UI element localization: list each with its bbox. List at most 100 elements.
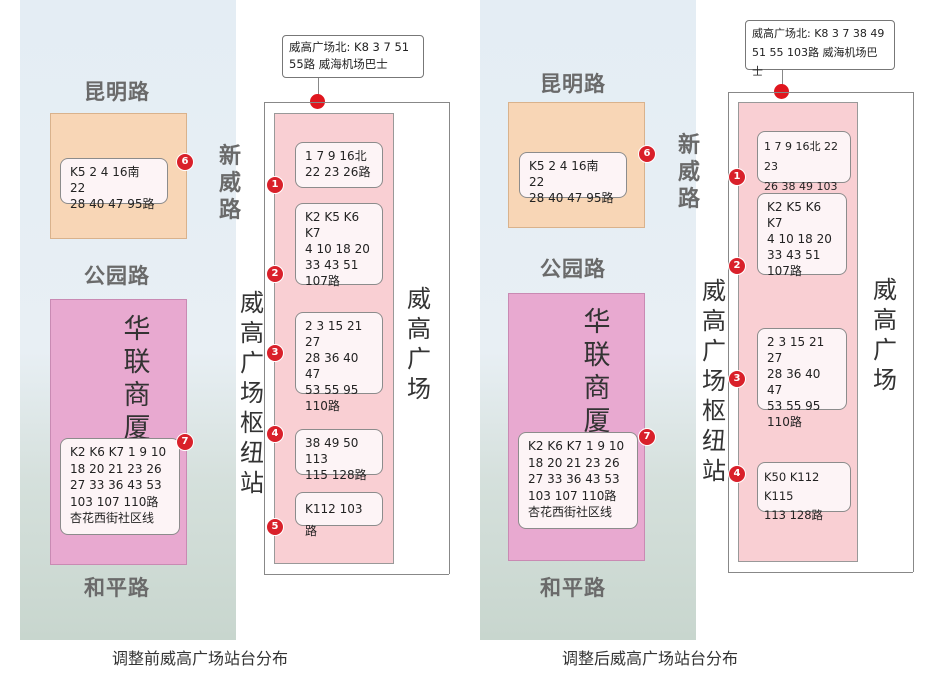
stop-4-badge: 4 (728, 465, 746, 483)
stop-2-line2: 4 10 18 20 (305, 242, 370, 256)
stop-2-bubble: K2 K5 K6 K7 4 10 18 20 33 43 51 107路 (757, 193, 847, 278)
stop-6-line1: K5 2 4 16南 22 (70, 165, 140, 195)
plaza-border-bottom (264, 574, 449, 575)
stop-3-line1: 2 3 15 21 27 (767, 335, 825, 365)
stop-5-badge: 5 (266, 518, 284, 536)
stop-3-line4: 110路 (767, 415, 802, 429)
road-heping: 和平路 (540, 576, 606, 600)
stop-4-badge: 4 (266, 425, 284, 443)
stop-3-line1: 2 3 15 21 27 (305, 319, 363, 349)
stop-3-line2: 28 36 40 47 (305, 351, 359, 381)
stop-7-line4: 103 107 110路 (70, 494, 159, 509)
stop-2-badge: 2 (728, 257, 746, 275)
stop-3-badge: 3 (728, 370, 746, 388)
north-stop-dot (774, 84, 789, 99)
stop-1-line1: 1 7 9 16北 22 23 (764, 140, 838, 173)
stop-6-bubble: K5 2 4 16南 22 28 40 47 95路 (519, 152, 627, 205)
stop-6-line2: 28 40 47 95路 (70, 197, 155, 211)
stop-7-line2: 18 20 21 23 26 (70, 461, 162, 476)
stop-2-line4: 107路 (305, 274, 340, 288)
stop-1-bubble: 1 7 9 16北 22 23 26路 (295, 142, 383, 188)
stop-1-badge: 1 (266, 176, 284, 194)
plaza-border-top (728, 92, 913, 93)
callout-pointer (318, 78, 319, 95)
plaza-border-right (449, 102, 450, 574)
stop-3-badge: 3 (266, 344, 284, 362)
plaza-border-bottom (728, 572, 913, 573)
plaza-name: 威高广场 (873, 276, 897, 394)
stop-6-badge: 6 (638, 145, 656, 163)
stop-2-badge: 2 (266, 265, 284, 283)
stop-4-line1: K50 K112 K115 (764, 470, 820, 503)
stop-5-bubble: K112 103路 (295, 492, 383, 538)
stop-2-bubble: K2 K5 K6 K7 4 10 18 20 33 43 51 107路 (295, 203, 383, 288)
after-caption: 调整后威高广场站台分布 (562, 649, 739, 668)
north-stop-callout: 威高广场北: K8 3 7 38 49 51 55 103路 威海机场巴士 (745, 20, 895, 78)
stop-2-line2: 4 10 18 20 (767, 232, 832, 246)
stop-3-line4: 110路 (305, 399, 340, 413)
stop-6-line1: K5 2 4 16南 22 (529, 159, 599, 189)
road-gongyuan: 公园路 (84, 264, 150, 288)
stop-6-badge: 6 (176, 153, 194, 171)
plaza-border-right (913, 92, 914, 572)
stop-1-bubble: 1 7 9 16北 22 23 26 38 49 103路 (757, 131, 851, 213)
stop-6-bubble: K5 2 4 16南 22 28 40 47 95路 (60, 158, 168, 211)
stop-7-line2: 18 20 21 23 26 (528, 455, 620, 470)
stop-7-line3: 27 33 36 43 53 (528, 472, 620, 486)
north-stop-dot (310, 94, 325, 109)
stop-2-line4: 107路 (767, 264, 802, 278)
plaza-name: 威高广场 (407, 285, 431, 403)
north-stop-callout: 威高广场北: K8 3 7 51 55路 威海机场巴士 (282, 35, 424, 78)
stop-1-line2: 22 23 26路 (305, 165, 371, 179)
stop-4-line1: 38 49 50 113 (305, 436, 359, 466)
north-stop-line1: 威高广场北: K8 3 7 38 49 (752, 27, 885, 40)
road-kunming: 昆明路 (540, 72, 606, 96)
road-gongyuan: 公园路 (540, 257, 606, 281)
stop-2-line1: K2 K5 K6 K7 (305, 210, 360, 240)
stop-7-line4: 103 107 110路 (528, 488, 617, 503)
stop-7-line3: 27 33 36 43 53 (70, 478, 162, 492)
stop-1-line1: 1 7 9 16北 (305, 149, 367, 163)
stop-2-line3: 33 43 51 (305, 258, 359, 272)
stop-7-line1: K2 K6 K7 1 9 10 (70, 445, 167, 459)
stop-3-bubble: 2 3 15 21 27 28 36 40 47 53 55 95 110路 (757, 328, 847, 429)
plaza-border-left (728, 92, 729, 572)
stop-2-line3: 33 43 51 (767, 248, 821, 262)
road-xinwei: 新威路 (677, 133, 700, 212)
road-xinwei: 新威路 (218, 144, 241, 223)
stop-4-line2: 113 128路 (764, 508, 824, 522)
stop-2-line1: K2 K5 K6 K7 (767, 200, 822, 230)
stop-1-badge: 1 (728, 168, 746, 186)
stop-7-line5: 杏花西街社区线 (528, 505, 613, 519)
stop-3-line2: 28 36 40 47 (767, 367, 821, 397)
stop-4-bubble: K50 K112 K115 113 128路 (757, 462, 851, 522)
mall-name: 华联商厦 (583, 307, 611, 437)
stop-7-bubble: K2 K6 K7 1 9 10 18 20 21 23 26 27 33 36 … (518, 432, 638, 529)
stop-3-line3: 53 55 95 (767, 399, 821, 413)
stop-7-bubble: K2 K6 K7 1 9 10 18 20 21 23 26 27 33 36 … (60, 438, 180, 535)
stop-6-line2: 28 40 47 95路 (529, 191, 614, 205)
road-heping: 和平路 (84, 576, 150, 600)
hub-name: 威高广场枢纽站 (702, 277, 726, 485)
stop-4-line2: 115 128路 (305, 468, 367, 482)
north-stop-line2: 55路 威海机场巴士 (289, 57, 388, 71)
hub-name: 威高广场枢纽站 (240, 289, 264, 497)
road-kunming: 昆明路 (84, 80, 150, 104)
stop-7-badge: 7 (176, 433, 194, 451)
callout-pointer (782, 70, 783, 85)
stop-3-bubble: 2 3 15 21 27 28 36 40 47 53 55 95 110路 (295, 312, 383, 413)
before-panel: 昆明路 公园路 和平路 新威路 K5 2 4 16南 22 28 40 47 9… (0, 0, 460, 674)
mall-name: 华联商厦 (123, 314, 151, 444)
plaza-border-left (264, 102, 265, 574)
stop-7-line5: 杏花西街社区线 (70, 511, 155, 525)
before-caption: 调整前威高广场站台分布 (112, 649, 289, 668)
north-stop-line1: 威高广场北: K8 3 7 51 (289, 40, 410, 54)
stop-7-badge: 7 (638, 428, 656, 446)
after-panel: 昆明路 公园路 和平路 新威路 K5 2 4 16南 22 28 40 47 9… (478, 0, 938, 674)
stop-5-line1: K112 103路 (305, 502, 363, 538)
plaza-border-top (264, 102, 449, 103)
stop-4-bubble: 38 49 50 113 115 128路 (295, 429, 383, 482)
north-stop-line2: 51 55 103路 威海机场巴士 (752, 46, 878, 78)
stop-7-line1: K2 K6 K7 1 9 10 (528, 439, 625, 453)
stop-3-line3: 53 55 95 (305, 383, 359, 397)
